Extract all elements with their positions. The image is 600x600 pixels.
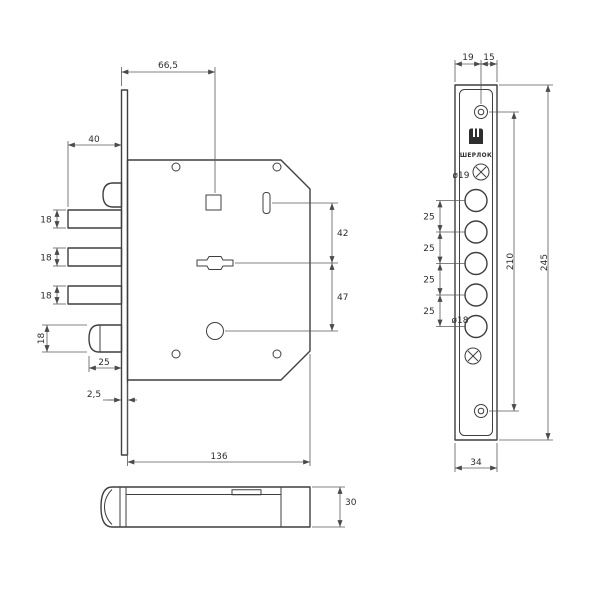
screw-hole-bottom-right [272, 349, 282, 359]
deadbolt-3 [67, 285, 123, 305]
keyhole [196, 256, 234, 270]
lock-body-outline [126, 159, 311, 381]
dim-25-2: 25 [423, 244, 434, 254]
bolt-view-outline [100, 486, 311, 528]
faceplate-view-dimensions: 19 15 ø19 ø18 25 25 25 25 210 245 34 [423, 53, 553, 472]
dim-19: 19 [462, 53, 474, 63]
faceplate-outline [454, 84, 498, 441]
screw-hole-bottom-left [171, 349, 181, 359]
brand-logo-icon [469, 128, 483, 144]
dim-25-latch: 25 [98, 358, 109, 368]
deadbolt-2 [67, 247, 123, 267]
dim-25-1: 25 [423, 213, 434, 223]
faceplate-inner-outline [459, 89, 493, 436]
aux-latch [102, 182, 123, 208]
cylinder-hole [206, 322, 224, 340]
phillips-cross-top-2 [475, 166, 487, 178]
dim-136: 136 [210, 452, 227, 462]
dim-25-4: 25 [423, 307, 434, 317]
phillips-screw-bottom [464, 347, 482, 365]
fixing-hole-bottom [474, 404, 488, 418]
dim-18-bolt2: 18 [40, 254, 52, 264]
fixing-hole-top-inner [477, 108, 485, 116]
faceplate-view: ШЕРЛОК [454, 84, 498, 441]
dim-2-5: 2,5 [87, 390, 101, 400]
screw-hole-top-left [171, 162, 181, 172]
dim-40: 40 [88, 135, 100, 145]
fixing-hole-top [474, 105, 488, 119]
phillips-cross-bottom-2 [467, 350, 479, 362]
latch-bolt [88, 324, 123, 353]
dia-18-label: ø18 [452, 316, 469, 326]
dim-30: 30 [345, 498, 357, 508]
brand-logo-slit-1 [473, 128, 475, 137]
main-view-dimensions: 66,5 40 18 18 18 18 25 2,5 136 [37, 61, 348, 466]
deadbolt-1 [67, 209, 123, 229]
bolt-hole-4 [464, 283, 488, 307]
screw-hole-top-right [272, 162, 282, 172]
dia-19-label: ø19 [453, 171, 470, 181]
dim-34: 34 [470, 458, 482, 468]
dim-245: 245 [540, 254, 550, 271]
dim-18-bolt1: 18 [40, 216, 52, 226]
fixing-hole-bottom-inner [477, 407, 485, 415]
bolt-side-view: 30 [100, 486, 357, 528]
slot-hole [262, 192, 271, 214]
spindle-square-hole [205, 194, 222, 211]
dim-66-5: 66,5 [158, 61, 178, 71]
bolt-hole-1 [464, 188, 488, 213]
dim-47: 47 [337, 293, 348, 303]
phillips-screw-top [472, 163, 490, 181]
dim-18-latch: 18 [37, 333, 47, 345]
dim-25-3: 25 [423, 276, 434, 286]
brand-name: ШЕРЛОК [460, 153, 492, 159]
brand-logo-slit-2 [477, 128, 479, 137]
key-slot-detail [231, 489, 262, 496]
dim-42: 42 [337, 229, 348, 239]
main-view [67, 89, 311, 456]
dim-18-bolt3: 18 [40, 292, 52, 302]
bolt-nose-inner-arc [104, 489, 113, 525]
faceplate-edge-view [120, 89, 129, 456]
bolt-hole-3 [464, 251, 488, 276]
bolt-hole-2 [464, 220, 488, 244]
dim-210: 210 [506, 253, 516, 270]
dim-15: 15 [483, 53, 494, 63]
